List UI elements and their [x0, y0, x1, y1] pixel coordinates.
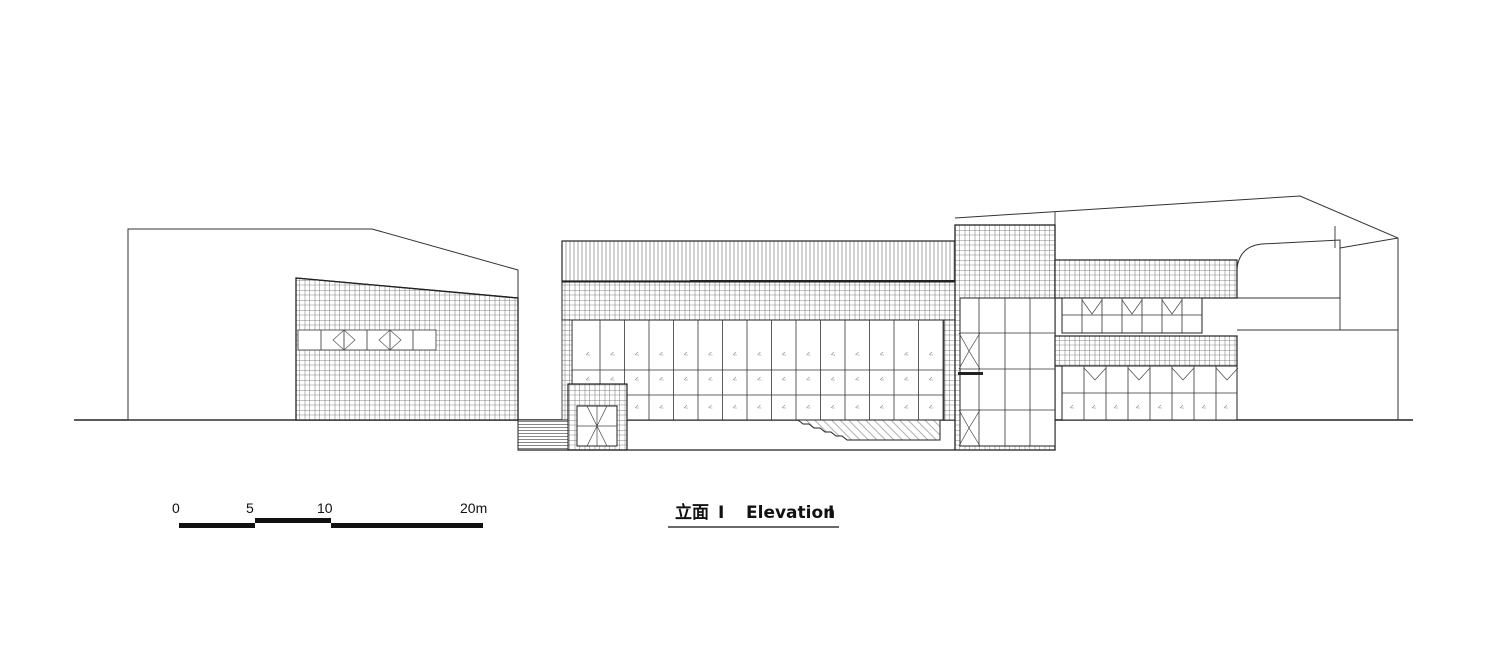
- scale-label-0: 0: [172, 500, 180, 516]
- glass-hatch-mark: [708, 404, 713, 409]
- glass-hatch-mark: [928, 376, 933, 381]
- glass-hatch-mark: [732, 351, 737, 356]
- window-opening-mark: [1121, 299, 1143, 315]
- scale-bar-segment-2: [255, 518, 331, 523]
- window-opening-mark: [1215, 367, 1239, 381]
- middle-building: [517, 240, 956, 451]
- glass-hatch-mark: [1113, 404, 1118, 409]
- glass-hatch-mark: [855, 404, 860, 409]
- glass-hatch-mark: [904, 404, 909, 409]
- glass-hatch-mark: [683, 351, 688, 356]
- glass-hatch-mark: [806, 351, 811, 356]
- glass-hatch-mark: [634, 376, 639, 381]
- right-building-outline: [954, 195, 1399, 420]
- right-curved-canopy: [1236, 239, 1341, 299]
- scale-bar-segment-1: [179, 523, 255, 528]
- right-upper-window-grid: [1062, 298, 1202, 333]
- right-lower-screen-band: [1054, 335, 1238, 367]
- glass-hatch-mark: [830, 351, 835, 356]
- glass-hatch-mark: [904, 351, 909, 356]
- glass-hatch-mark: [1091, 404, 1096, 409]
- glass-hatch-mark: [610, 376, 615, 381]
- middle-right-pier: [943, 319, 956, 421]
- glass-hatch-mark: [879, 404, 884, 409]
- right-upper-screen-band: [1054, 259, 1238, 299]
- glass-hatch-mark: [1201, 404, 1206, 409]
- window-opening-mark: [1171, 367, 1195, 381]
- glass-hatch-mark: [757, 376, 762, 381]
- glass-hatch-mark: [757, 351, 762, 356]
- glass-hatch-mark: [683, 404, 688, 409]
- middle-upper-screen: [561, 281, 956, 321]
- glass-hatch-mark: [683, 376, 688, 381]
- glass-hatch-mark: [928, 404, 933, 409]
- glass-hatch-mark: [781, 351, 786, 356]
- glass-hatch-mark: [708, 351, 713, 356]
- glass-hatch-mark: [610, 351, 615, 356]
- glass-hatch-mark: [806, 404, 811, 409]
- glass-hatch-mark: [732, 404, 737, 409]
- window-opening-mark: [1083, 367, 1107, 381]
- drawing-title: 立面 I Elevation I: [668, 502, 839, 528]
- glass-hatch-mark: [879, 351, 884, 356]
- glass-hatch-mark: [732, 376, 737, 381]
- glass-hatch-mark: [1157, 404, 1162, 409]
- right-lower-window-grid: [1062, 366, 1239, 420]
- title-mark-2: I: [828, 503, 834, 523]
- glass-hatch-mark: [1069, 404, 1074, 409]
- scale-label-20m: 20m: [460, 500, 487, 516]
- left-building-window-band: [297, 329, 437, 351]
- glass-hatch-mark: [1223, 404, 1228, 409]
- glass-hatch-mark: [830, 376, 835, 381]
- scale-bar: 0 5 10 20m: [172, 500, 487, 528]
- title-chinese: 立面: [675, 502, 709, 523]
- glass-hatch-mark: [634, 351, 639, 356]
- basement-stair: [517, 419, 569, 451]
- sunken-steps: [796, 419, 941, 441]
- glass-hatch-mark: [781, 404, 786, 409]
- right-upper-window-band: [1061, 297, 1203, 334]
- scale-bar-segment-3: [331, 523, 483, 528]
- glass-hatch-mark: [879, 376, 884, 381]
- glass-hatch-mark: [855, 376, 860, 381]
- glass-hatch-mark: [585, 376, 590, 381]
- glass-hatch-mark: [585, 351, 590, 356]
- glass-hatch-mark: [708, 376, 713, 381]
- scale-label-5: 5: [246, 500, 254, 516]
- glass-hatch-mark: [1179, 404, 1184, 409]
- scale-label-10: 10: [317, 500, 333, 516]
- window-opening-mark: [1161, 299, 1183, 315]
- glass-hatch-mark: [659, 376, 664, 381]
- glass-hatch-mark: [806, 376, 811, 381]
- glass-hatch-mark: [830, 404, 835, 409]
- glass-hatch-mark: [659, 351, 664, 356]
- glass-hatch-mark: [634, 404, 639, 409]
- glass-hatch-mark: [904, 376, 909, 381]
- middle-roof-band: [561, 240, 956, 282]
- glass-hatch-mark: [855, 351, 860, 356]
- glass-hatch-mark: [659, 404, 664, 409]
- left-building: [127, 228, 519, 421]
- glass-hatch-mark: [1135, 404, 1140, 409]
- title-english: Elevation: [746, 503, 835, 523]
- right-building: [954, 195, 1399, 451]
- glass-hatch-mark: [757, 404, 762, 409]
- window-opening-mark: [1127, 367, 1151, 381]
- window-opening-mark: [1081, 299, 1103, 315]
- curtain-wall-grid: [572, 320, 944, 420]
- title-mark-1: I: [718, 503, 724, 523]
- glass-hatch-mark: [781, 376, 786, 381]
- glass-hatch-mark: [928, 351, 933, 356]
